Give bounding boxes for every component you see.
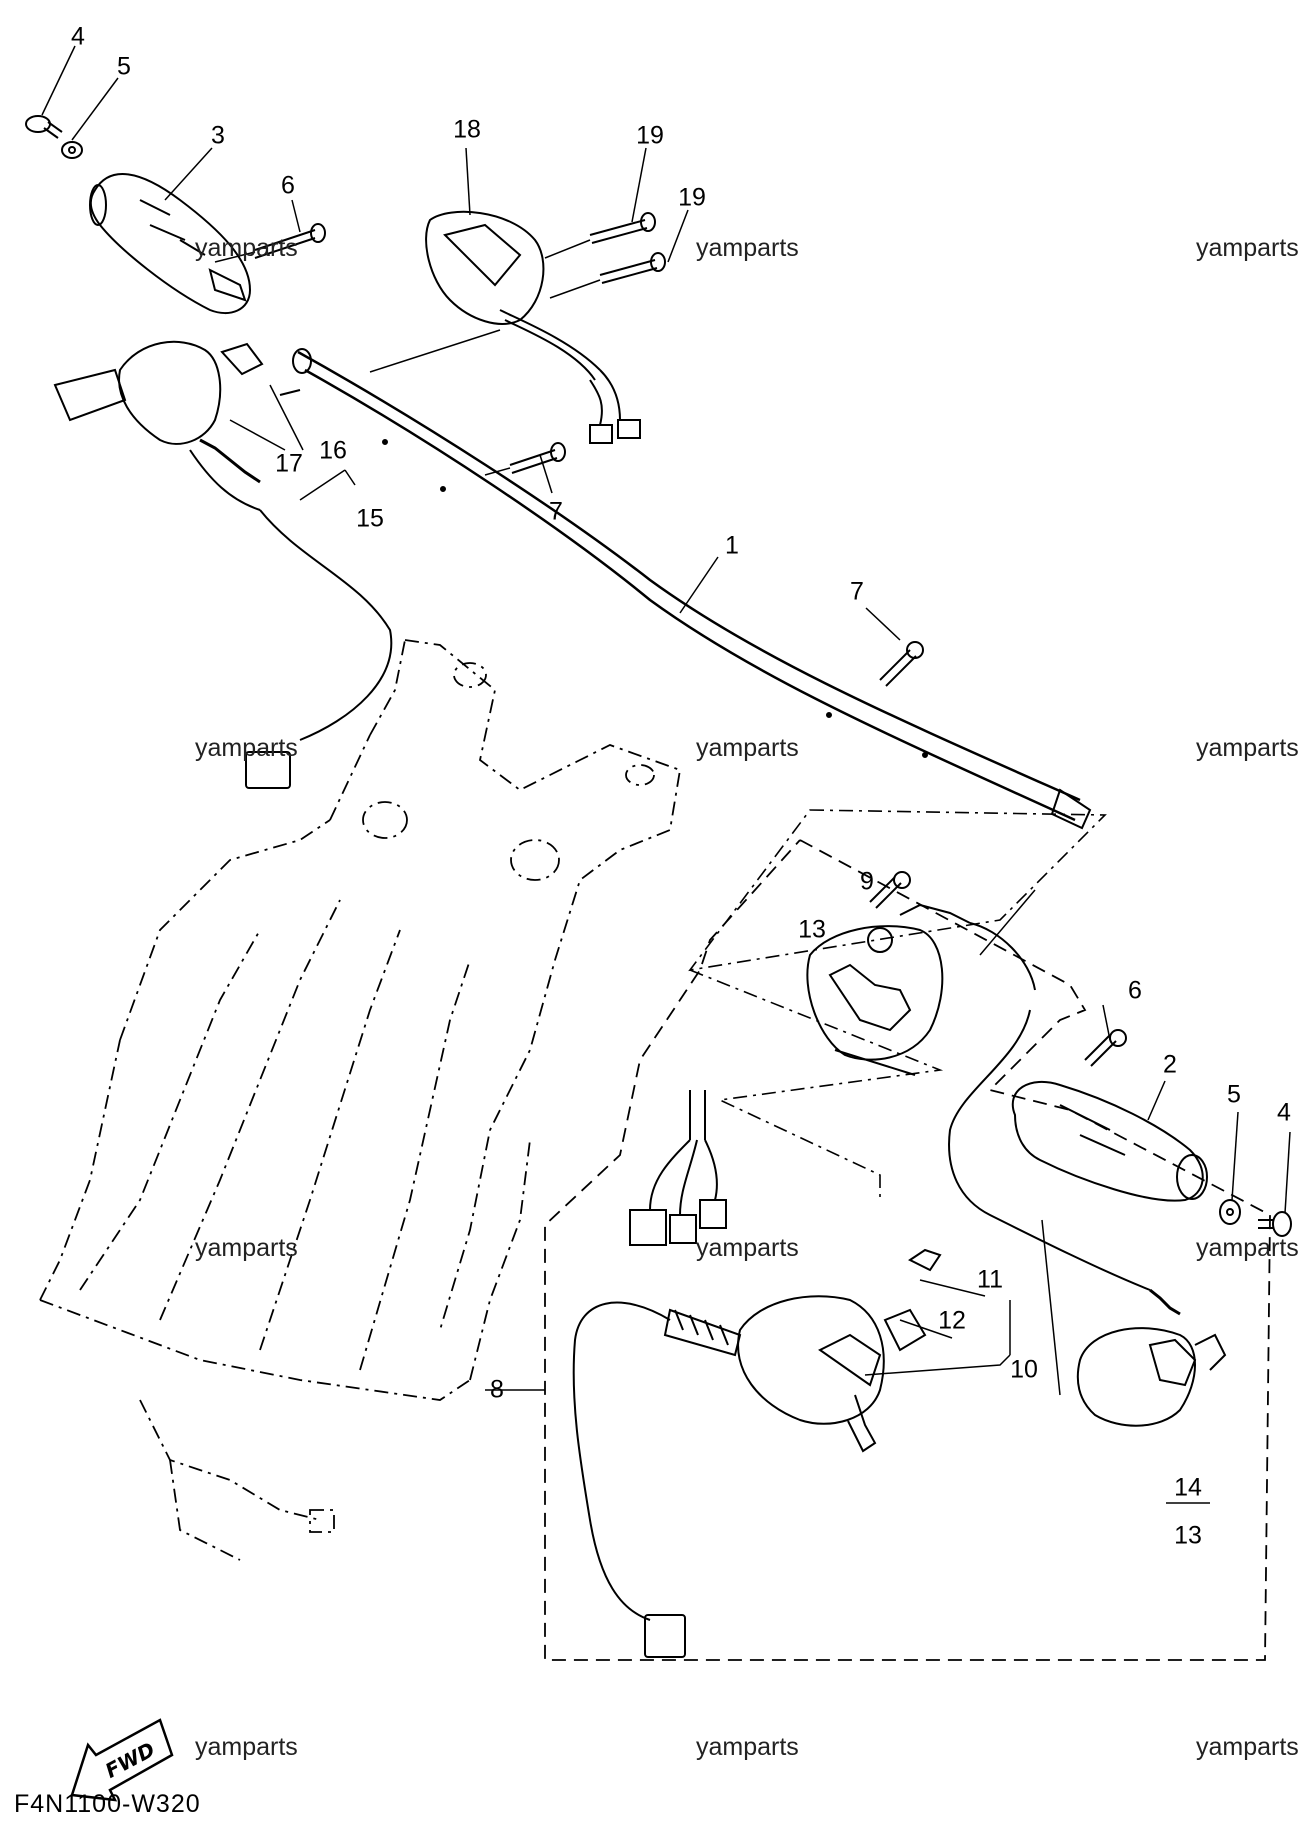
callout-6: 6 [281,171,295,200]
callout-4: 4 [1277,1098,1291,1127]
wiring-harness [629,1090,727,1246]
right-switch [806,903,1036,1076]
callout-3: 3 [211,121,225,150]
callout-15: 15 [356,504,384,533]
callout-7: 7 [549,497,563,526]
screw-7-middle [484,442,566,476]
callout-17: 17 [275,449,303,478]
callout-9: 9 [860,867,874,896]
fwd-arrow-icon [70,1718,174,1802]
callout-13: 13 [798,915,826,944]
switch-assembly-box [544,839,1271,1661]
upper-switch-assembly [369,210,666,444]
screw-7-right [879,641,924,687]
lever-assembly-10 [572,1248,942,1658]
figure-code: F4N1100-W320 [14,1790,201,1818]
callout-2: 2 [1163,1050,1177,1079]
watermark: yamparts [195,234,298,262]
handlebar [292,348,1092,830]
callout-7: 7 [850,577,864,606]
callout-5: 5 [1227,1080,1241,1109]
callout-18: 18 [453,115,481,144]
right-switch-box [688,809,1107,1200]
callout-10: 10 [1010,1355,1038,1384]
watermark: yamparts [195,1234,298,1262]
callout-12: 12 [938,1306,966,1335]
screw-9 [869,871,911,909]
callout-19: 19 [678,183,706,212]
callout-8: 8 [490,1375,504,1404]
callout-16: 16 [319,436,347,465]
callout-4: 4 [71,22,85,51]
watermark: yamparts [1196,1733,1299,1761]
watermark: yamparts [195,734,298,762]
end-bolt-left [25,115,83,159]
screw-6-right [1084,1029,1127,1067]
right-grip [1011,1080,1208,1202]
watermark: yamparts [696,1234,799,1262]
end-bolt-right [1219,1199,1292,1237]
watermark: yamparts [696,1733,799,1761]
watermark: yamparts [1196,234,1299,262]
callout-6: 6 [1128,976,1142,1005]
callout-11: 11 [977,1265,1003,1294]
left-lever-assembly [53,340,393,789]
watermark: yamparts [195,1733,298,1761]
callout-19: 19 [636,121,664,150]
watermark: yamparts [696,734,799,762]
callout-14: 14 [1174,1473,1202,1502]
watermark: yamparts [1196,734,1299,762]
screw-6-top [214,223,326,263]
steering-column [39,639,682,1561]
callout-5: 5 [117,52,131,81]
left-grip [89,173,252,315]
throttle-lever [1076,1327,1227,1427]
leader-lines [41,45,1291,1504]
watermark: yamparts [696,234,799,262]
throttle-cable [948,1009,1181,1316]
callout-1: 1 [725,531,739,560]
watermark: yamparts [1196,1234,1299,1262]
callout-13: 13 [1174,1521,1202,1550]
